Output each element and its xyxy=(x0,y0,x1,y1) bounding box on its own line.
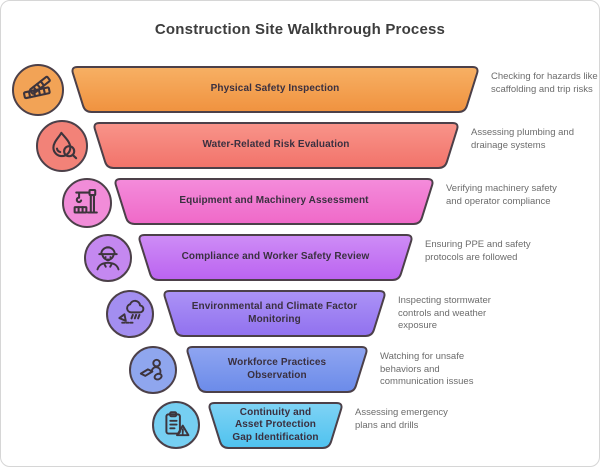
funnel-bar: Physical Safety Inspection xyxy=(69,65,481,114)
funnel-bar-label: Workforce Practices Observation xyxy=(227,357,327,381)
funnel-bar-shape xyxy=(93,122,459,169)
funnel-bar: Continuity and Asset Protection Gap Iden… xyxy=(206,401,345,450)
rain-cloud-icon xyxy=(106,290,154,338)
water-drop-magnifier-icon xyxy=(36,120,88,172)
stage-description: Assessing emergency plans and drills xyxy=(355,407,448,431)
funnel-bar-label: Physical Safety Inspection xyxy=(210,83,340,95)
funnel-bar-label: Environmental and Climate Factor Monitor… xyxy=(191,301,358,325)
clipboard-alert-icon xyxy=(152,401,200,449)
funnel-bar-label: Continuity and Asset Protection Gap Iden… xyxy=(232,406,319,443)
funnel-bar-shape xyxy=(138,234,413,281)
stage-description: Watching for unsafe behaviors and commun… xyxy=(380,351,474,388)
funnel-bar: Environmental and Climate Factor Monitor… xyxy=(161,289,388,338)
funnel-bar-label: Equipment and Machinery Assessment xyxy=(179,195,369,207)
funnel-bar-shape xyxy=(114,178,434,225)
funnel-bar: Equipment and Machinery Assessment xyxy=(112,177,436,226)
funnel-bar-shape xyxy=(71,66,479,113)
stage-description: Ensuring PPE and safety protocols are fo… xyxy=(425,239,531,263)
stage-description: Verifying machinery safety and operator … xyxy=(446,183,557,207)
funnel-bar-shape xyxy=(186,346,368,393)
crane-icon xyxy=(62,178,112,228)
funnel-bar: Workforce Practices Observation xyxy=(184,345,370,394)
stage-description: Inspecting stormwater controls and weath… xyxy=(398,295,491,332)
scaffolding-icon xyxy=(12,64,64,116)
stage-description: Checking for hazards like scaffolding an… xyxy=(491,71,598,95)
funnel-bar-shape xyxy=(163,290,386,337)
funnel-bar-shape xyxy=(208,402,343,449)
funnel-bar-label: Compliance and Worker Safety Review xyxy=(181,251,370,263)
page-title: Construction Site Walkthrough Process xyxy=(154,21,446,38)
construction-worker-icon xyxy=(84,234,132,282)
stage-description: Assessing plumbing and drainage systems xyxy=(471,127,574,151)
funnel-bar-label: Water-Related Risk Evaluation xyxy=(202,139,350,151)
funnel-bar: Water-Related Risk Evaluation xyxy=(91,121,461,170)
funnel-bar: Compliance and Worker Safety Review xyxy=(136,233,415,282)
team-observation-icon xyxy=(129,346,177,394)
